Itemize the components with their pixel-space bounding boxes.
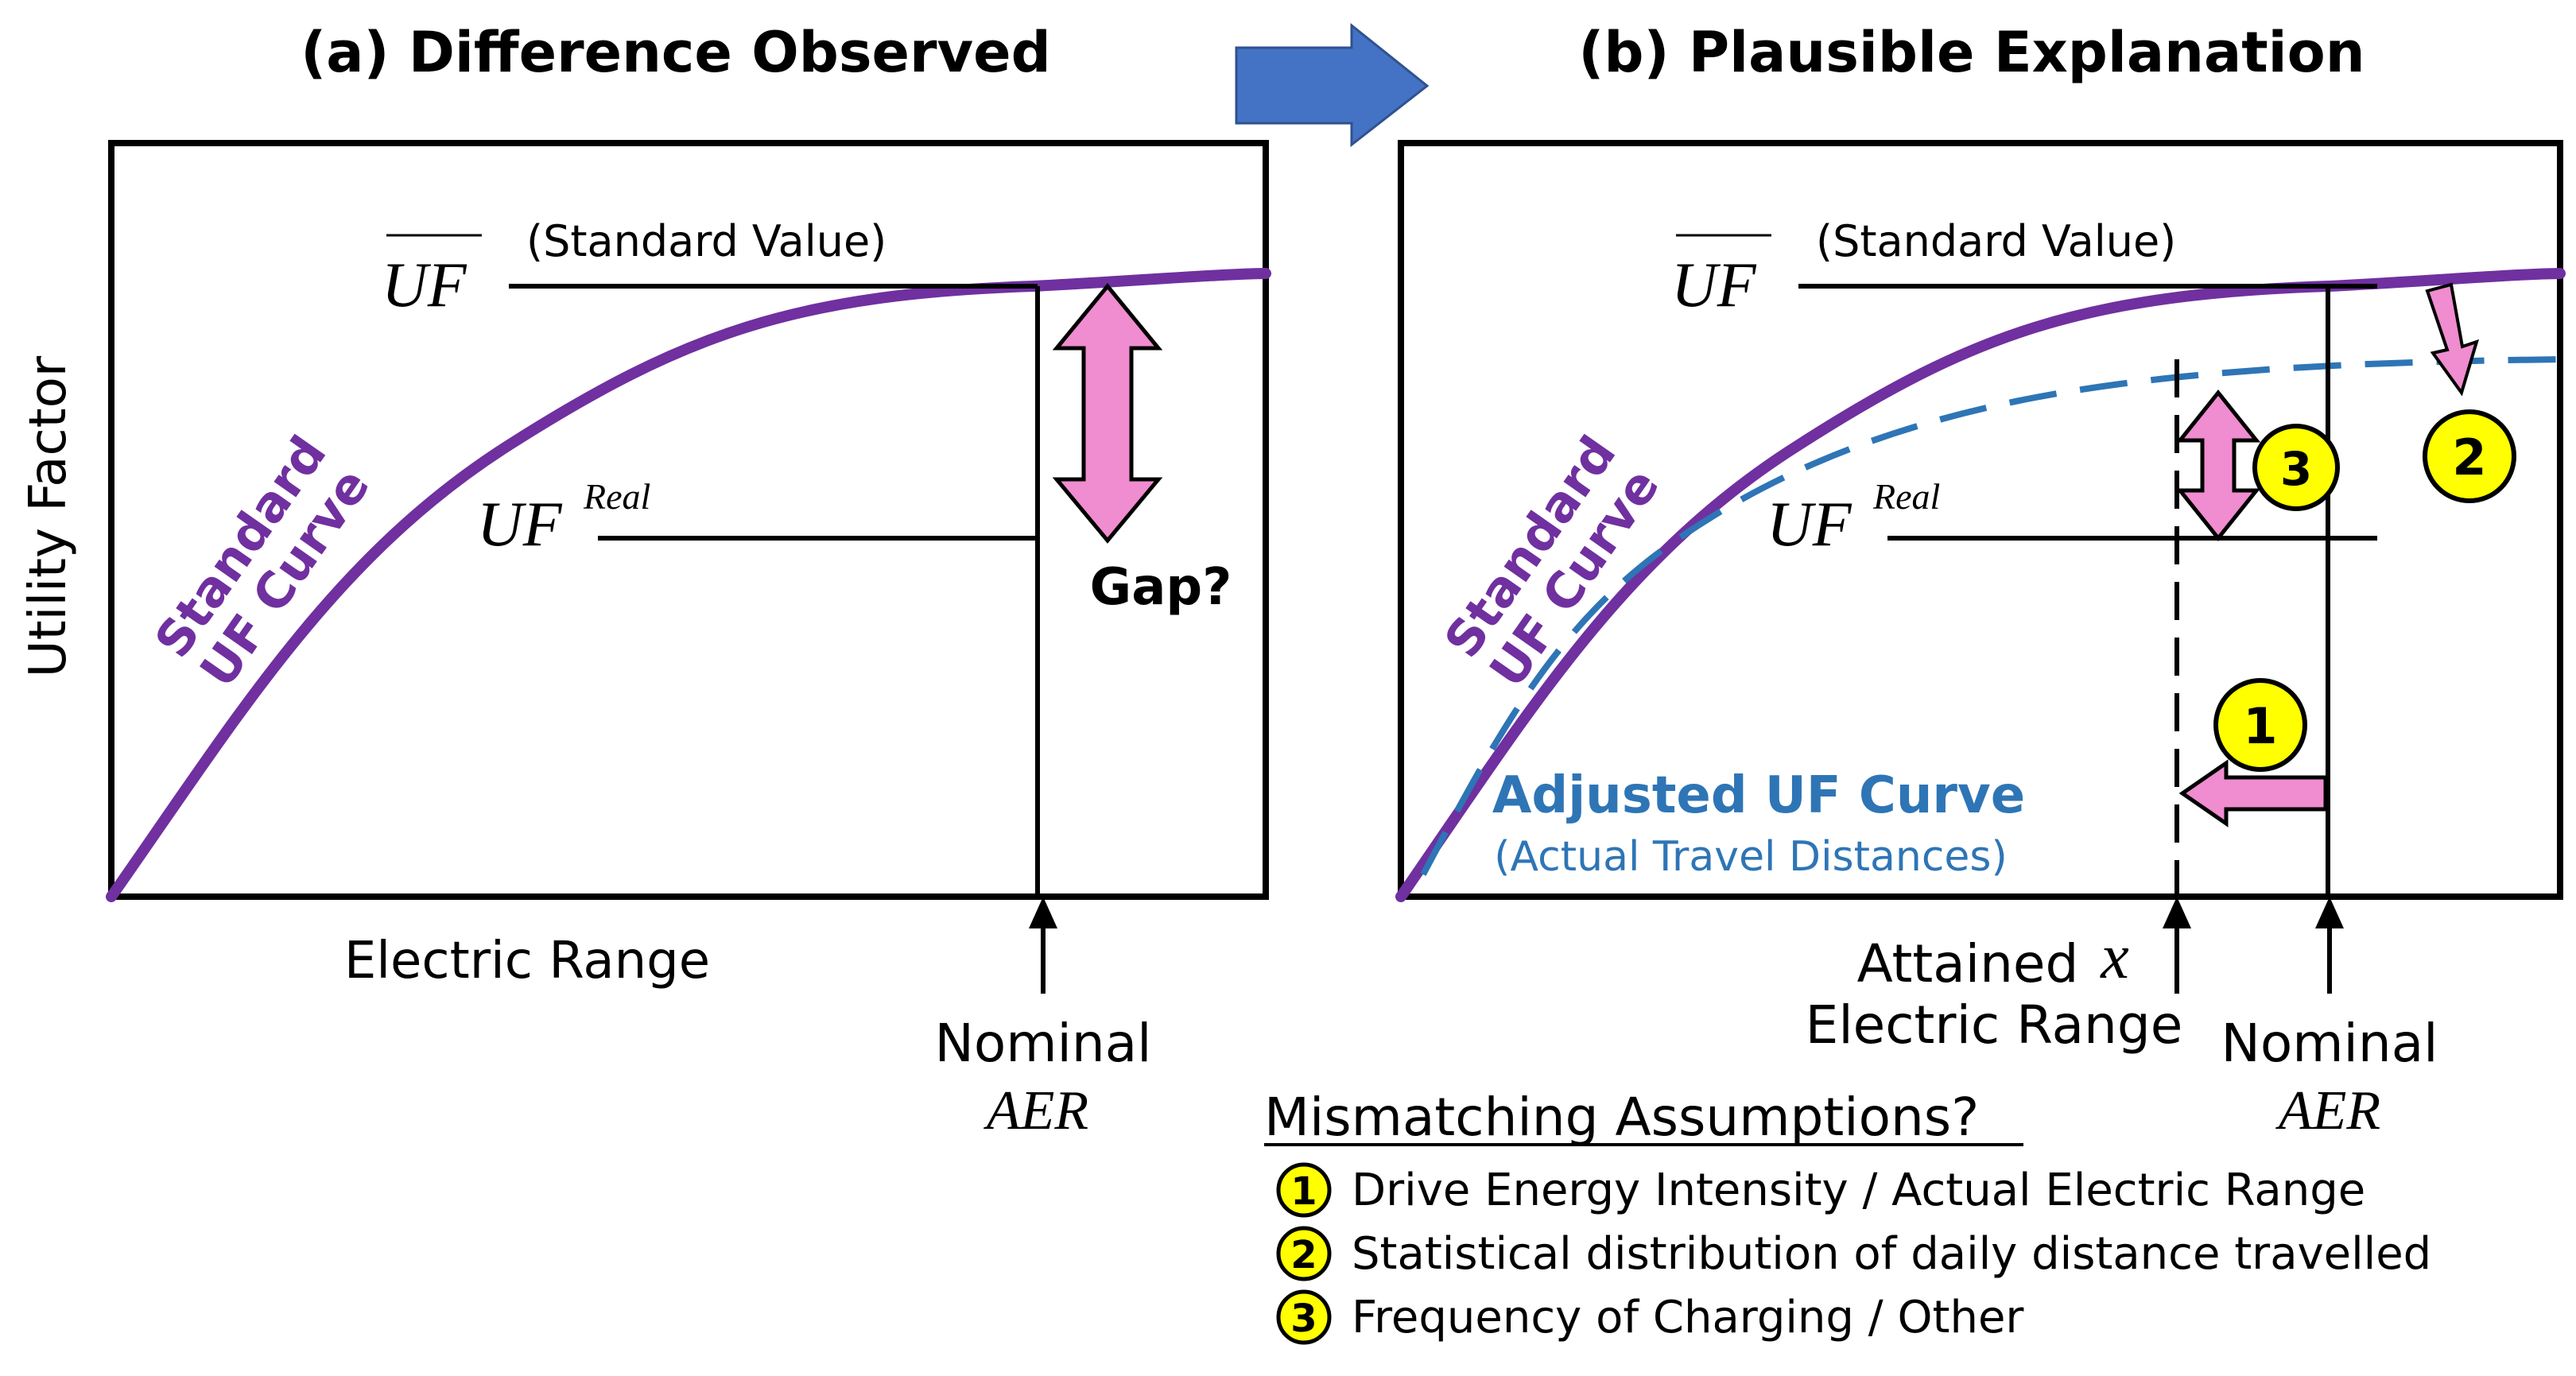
badge-1-label: 1: [2243, 697, 2277, 755]
panel-b-adjusted-sublabel: (Actual Travel Distances): [1494, 833, 2008, 881]
panel-b-attained-line1: Attained: [1857, 933, 2079, 994]
panel-b-standard-uf-curve: [1395, 268, 2566, 902]
transition-arrow: [1235, 22, 1430, 148]
panel-b-uf-bar-label: UF: [1671, 250, 1757, 320]
panel-b-uf-real-label: UF: [1767, 490, 1852, 560]
panel-b-aer-label: AER: [2275, 1080, 2380, 1141]
panel-b: UF (Standard Value) UF Real Standard UF …: [1395, 140, 2566, 1141]
legend-badge-3-num: 3: [1290, 1297, 1317, 1341]
panel-a-nominal-label: Nominal: [935, 1013, 1152, 1074]
panel-a-uf-real-sup: Real: [583, 476, 650, 517]
badge-2: 2: [2423, 409, 2516, 503]
panel-a-frame: [108, 140, 1269, 900]
legend-title: Mismatching Assumptions?: [1264, 1087, 1979, 1148]
panel-a-title: (a) Difference Observed: [301, 20, 1051, 85]
panel-b-title: (b) Plausible Explanation: [1578, 20, 2365, 85]
panel-b-uf-real-sup: Real: [1872, 476, 1940, 517]
panel-a-y-axis-label: Utility Factor: [19, 355, 78, 677]
panel-b-x-symbol: x: [2100, 922, 2129, 992]
legend-badge-1: [1276, 1162, 1332, 1218]
legend-item-2-text: Statistical distribution of daily distan…: [1352, 1228, 2431, 1280]
panel-a-uf-real-label: UF: [477, 490, 563, 560]
panel-b-nominal-label: Nominal: [2221, 1013, 2438, 1074]
badge-3-label: 3: [2280, 442, 2312, 496]
legend-item-2: 2 Statistical distribution of daily dist…: [1276, 1226, 2431, 1281]
legend-item-1-text: Drive Energy Intensity / Actual Electric…: [1352, 1165, 2365, 1216]
panel-b-frame: [1398, 140, 2563, 900]
legend-item-3-text: Frequency of Charging / Other: [1352, 1292, 2024, 1343]
panel-b-adjusted-label: Adjusted UF Curve: [1492, 766, 2025, 825]
panel-a-uf-bar-label: UF: [382, 250, 467, 320]
legend-badge-3: [1276, 1289, 1332, 1345]
panel-b-double-arrow-3: [2175, 389, 2261, 542]
panel-b-attained-arrow-head: [2163, 897, 2191, 928]
panel-a: UF (Standard Value) UF Real Standard UF …: [19, 140, 1271, 1141]
panel-b-nominal-arrow-head: [2315, 897, 2344, 928]
legend-badge-1-num: 1: [1290, 1169, 1317, 1214]
legend-badge-2: [1276, 1226, 1332, 1281]
panel-a-nominal-arrow-head: [1029, 897, 1057, 928]
badge-3: 3: [2252, 424, 2340, 511]
panel-a-x-axis-label: Electric Range: [344, 932, 710, 990]
panel-b-adjusted-uf-curve: [1420, 356, 2561, 876]
legend: Mismatching Assumptions? 1 Drive Energy …: [1264, 1087, 2431, 1345]
badge-1: 1: [2213, 678, 2307, 772]
panel-a-standard-uf-curve: [106, 268, 1271, 902]
legend-item-1: 1 Drive Energy Intensity / Actual Electr…: [1276, 1162, 2365, 1218]
panel-b-standard-value-label: (Standard Value): [1816, 216, 2176, 266]
badge-2-label: 2: [2452, 428, 2486, 486]
legend-item-3: 3 Frequency of Charging / Other: [1276, 1289, 2024, 1345]
panel-a-aer-label: AER: [983, 1080, 1088, 1141]
legend-badge-2-num: 2: [1290, 1233, 1317, 1277]
panel-a-gap-double-arrow: [1052, 283, 1163, 544]
panel-b-down-arrow-2: [2425, 282, 2480, 397]
panel-b-left-arrow-1: [2178, 759, 2328, 828]
panel-a-gap-label: Gap?: [1090, 558, 1232, 617]
panel-b-attained-line2: Electric Range: [1806, 994, 2183, 1056]
panel-a-standard-value-label: (Standard Value): [526, 216, 886, 266]
